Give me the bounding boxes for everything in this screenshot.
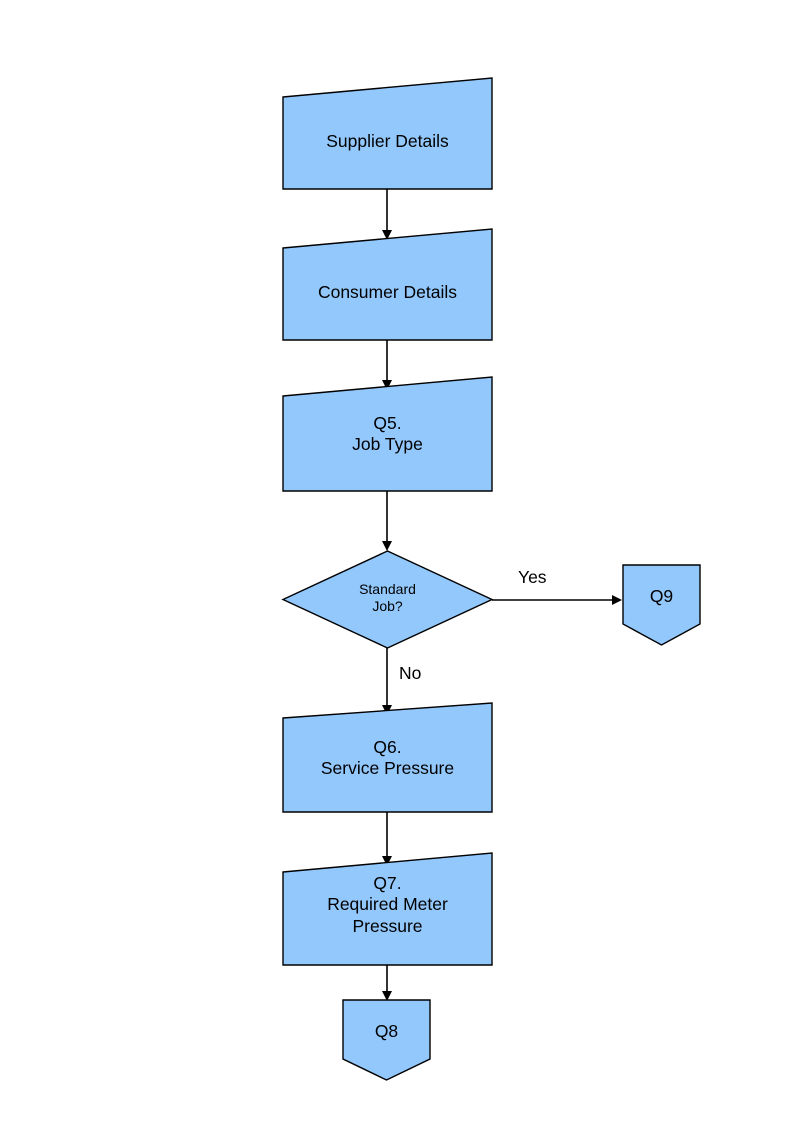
edge-supplier-to-consumer bbox=[382, 189, 392, 240]
edge-decision-no-to-q6-label: No bbox=[399, 663, 422, 683]
edge-q5-to-decision-arrowhead bbox=[382, 541, 392, 551]
edge-decision-yes-to-q9-arrowhead bbox=[612, 595, 622, 605]
edge-consumer-to-q5-arrowhead bbox=[382, 380, 392, 390]
node-supplier-details[interactable] bbox=[282, 77, 493, 190]
edge-decision-yes-to-q9 bbox=[492, 595, 622, 605]
edge-q6-to-q7-arrowhead bbox=[382, 856, 392, 866]
node-q5-job-type[interactable] bbox=[282, 376, 493, 492]
node-standard-job-decision[interactable] bbox=[281, 550, 494, 649]
node-q6-service-pressure[interactable] bbox=[282, 702, 493, 813]
edges-layer bbox=[382, 189, 622, 1001]
edge-q7-to-q8-arrowhead bbox=[382, 991, 392, 1001]
edge-q6-to-q7 bbox=[382, 812, 392, 866]
nodes-layer bbox=[281, 77, 701, 1081]
edge-consumer-to-q5 bbox=[382, 340, 392, 390]
node-q7-required-meter-pressure[interactable] bbox=[282, 852, 493, 966]
node-consumer-details[interactable] bbox=[282, 228, 493, 341]
edge-q7-to-q8 bbox=[382, 965, 392, 1001]
node-q8-terminal[interactable] bbox=[342, 999, 431, 1081]
edge-decision-yes-to-q9-label: Yes bbox=[518, 567, 547, 587]
node-q9-terminal[interactable] bbox=[622, 564, 701, 646]
edge-q5-to-decision bbox=[382, 491, 392, 551]
edge-decision-no-to-q6 bbox=[382, 648, 392, 715]
edge-supplier-to-consumer-arrowhead bbox=[382, 230, 392, 240]
